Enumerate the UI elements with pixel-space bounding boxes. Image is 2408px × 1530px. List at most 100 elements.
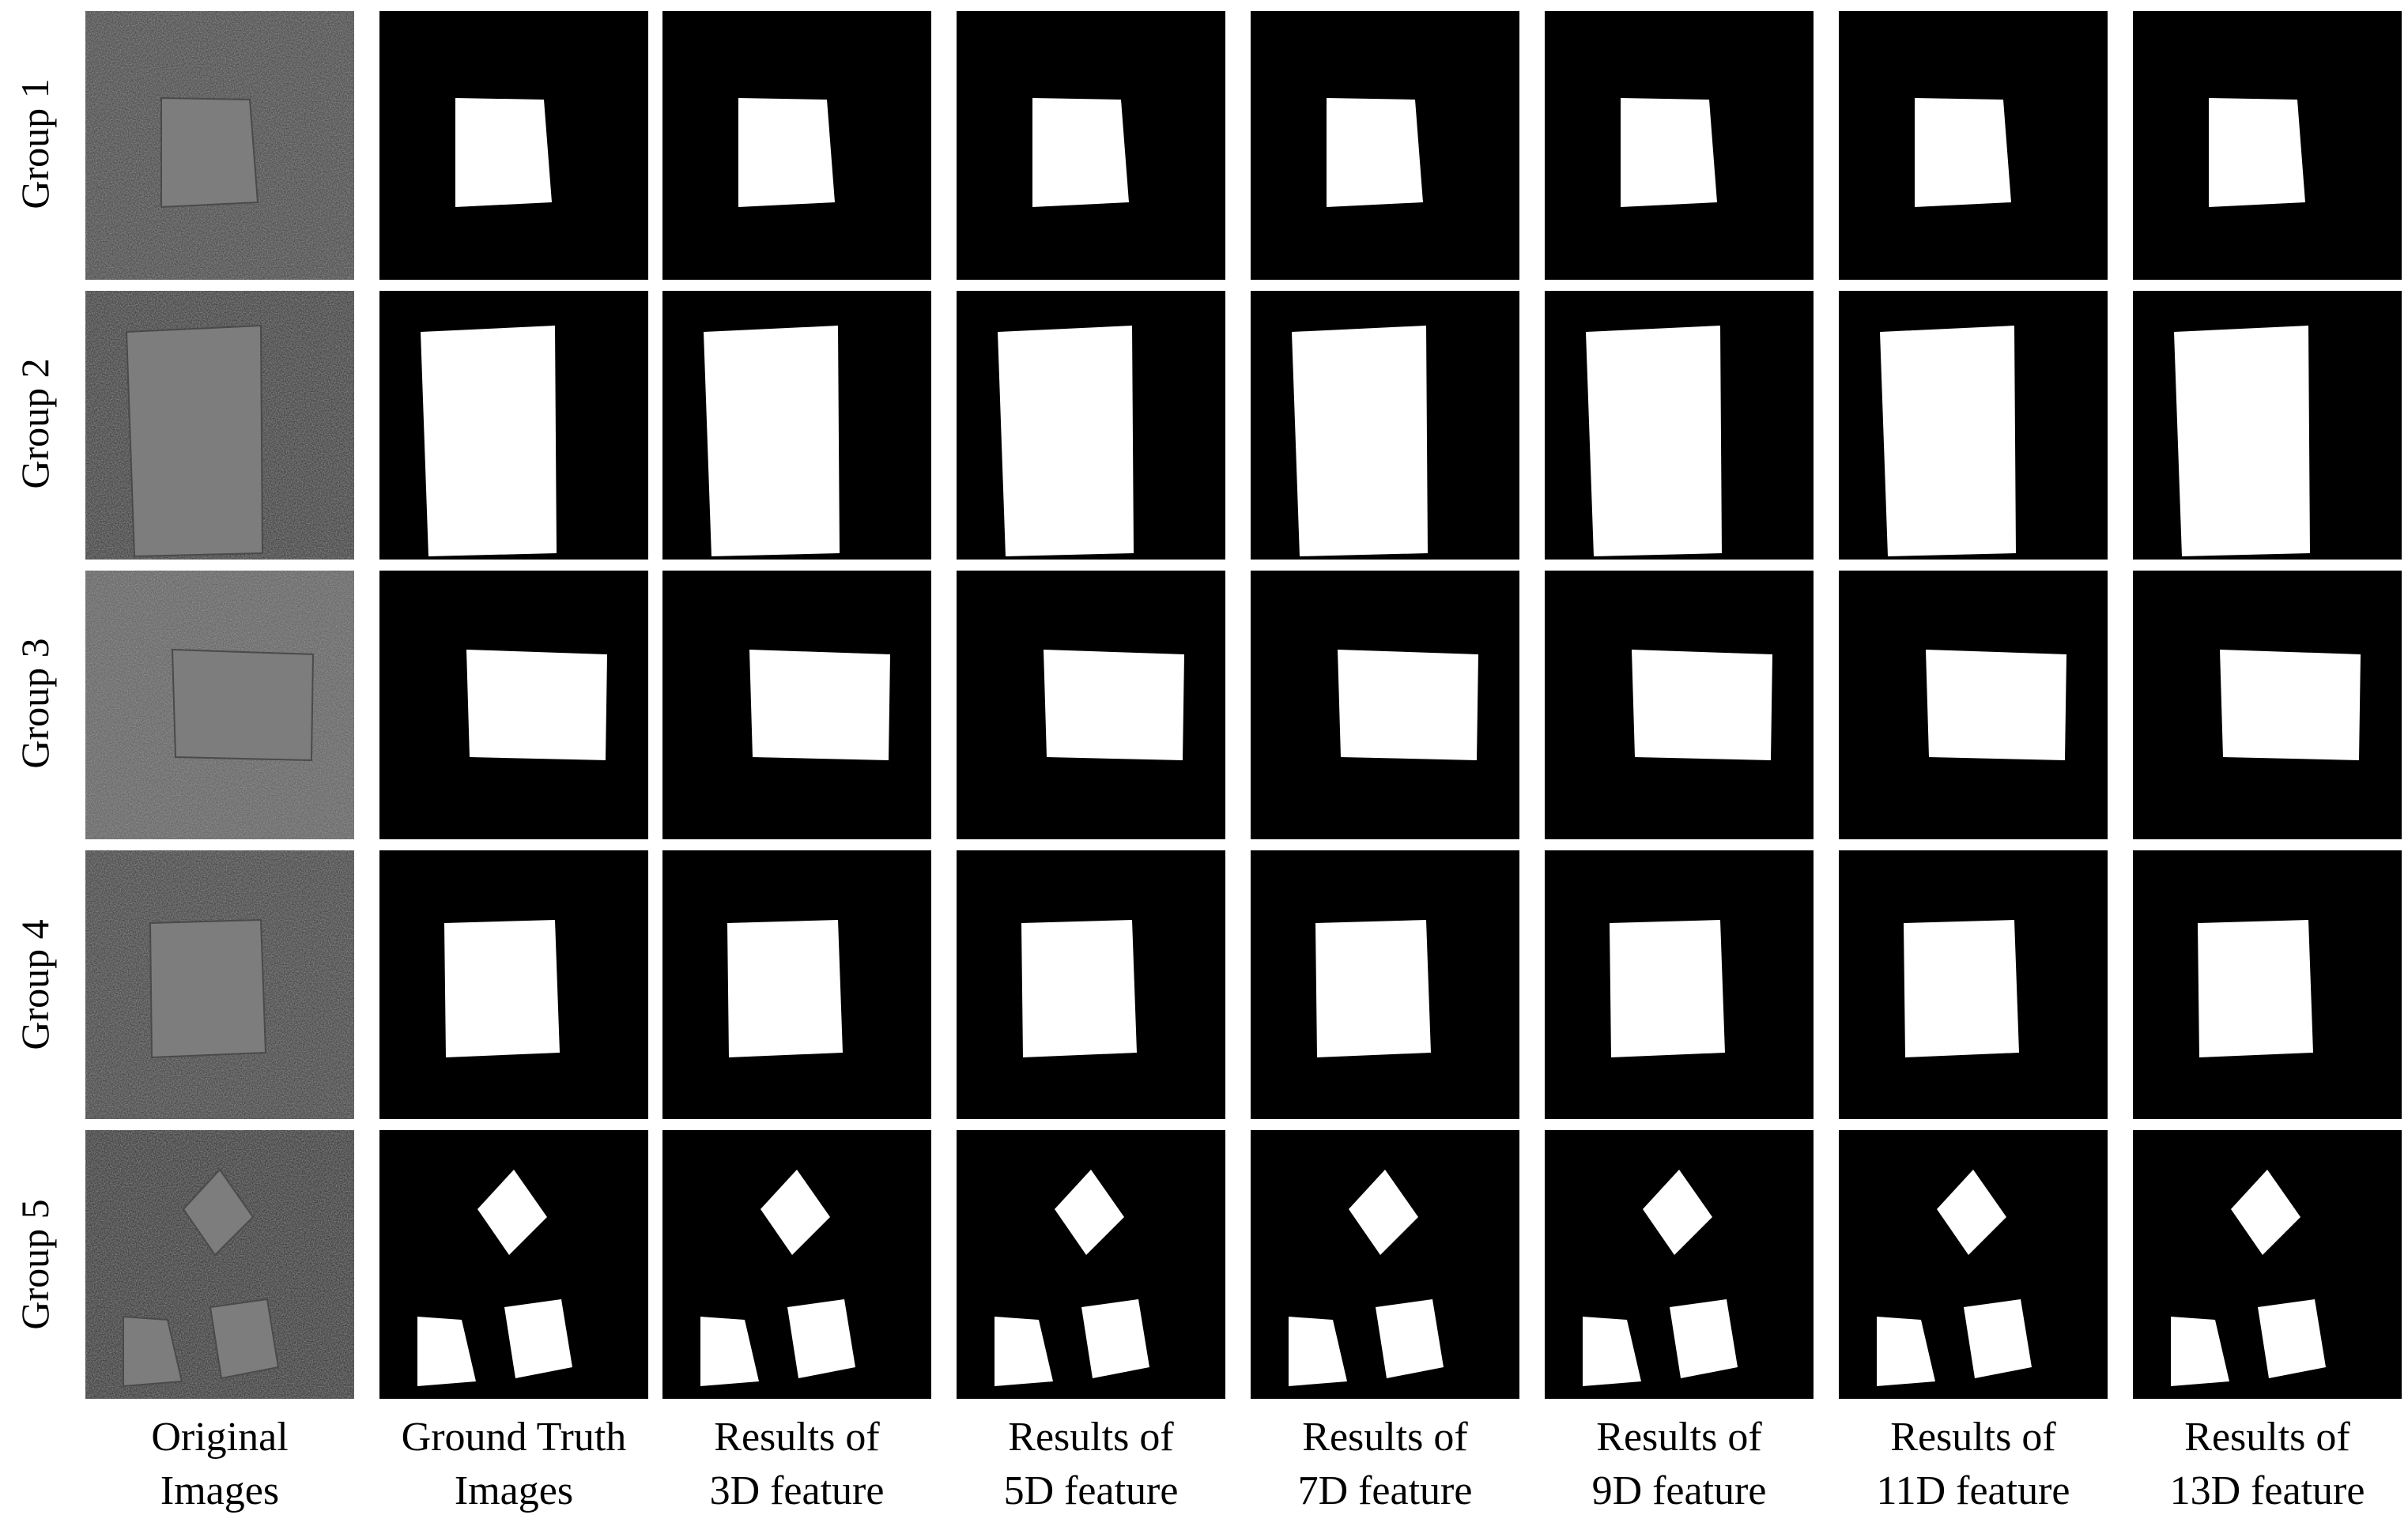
- image-canvas: [1545, 571, 1814, 839]
- image-result-g1-c7: [1839, 11, 2108, 280]
- image-result-g1-c6: [1545, 11, 1814, 280]
- col-label-line2: 3D feature: [709, 1468, 885, 1513]
- image-result-g4-c7: [1839, 850, 2108, 1119]
- image-canvas: [662, 850, 931, 1119]
- row-label-group-1: Group 1: [13, 78, 57, 209]
- image-original-g4-c1: [85, 850, 354, 1119]
- image-canvas: [1251, 291, 1519, 560]
- image-canvas: [379, 850, 648, 1119]
- image-canvas: [379, 291, 648, 560]
- row-label-group-2: Group 2: [13, 358, 57, 489]
- image-ground-truth-g5-c2: [379, 1130, 648, 1399]
- image-result-g2-c7: [1839, 291, 2108, 560]
- image-result-g5-c3: [662, 1130, 931, 1399]
- image-result-g4-c4: [957, 850, 1225, 1119]
- image-canvas: [957, 291, 1225, 560]
- image-result-g1-c5: [1251, 11, 1519, 280]
- image-canvas: [1251, 850, 1519, 1119]
- col-label-9d: Results of 9D feature: [1545, 1411, 1814, 1521]
- image-canvas: [1545, 850, 1814, 1119]
- image-result-g4-c8: [2133, 850, 2402, 1119]
- image-canvas: [2133, 11, 2402, 280]
- image-result-g3-c5: [1251, 571, 1519, 839]
- col-label-7d: Results of 7D feature: [1251, 1411, 1519, 1521]
- row-label-group-5: Group 5: [13, 1199, 57, 1330]
- image-result-g2-c5: [1251, 291, 1519, 560]
- image-result-g5-c6: [1545, 1130, 1814, 1399]
- col-label-11d: Results of 11D feature: [1839, 1411, 2108, 1521]
- image-canvas: [2133, 291, 2402, 560]
- col-label-line2: 9D feature: [1591, 1468, 1767, 1513]
- image-canvas: [1545, 1130, 1814, 1399]
- image-result-g2-c8: [2133, 291, 2402, 560]
- image-canvas: [2133, 571, 2402, 839]
- image-canvas: [85, 571, 354, 839]
- image-canvas: [1545, 291, 1814, 560]
- image-canvas: [662, 11, 931, 280]
- image-canvas: [1251, 571, 1519, 839]
- image-canvas: [957, 1130, 1225, 1399]
- col-label-line1: Results of: [1890, 1415, 2056, 1460]
- col-label-line2: 7D feature: [1297, 1468, 1473, 1513]
- image-canvas: [2133, 850, 2402, 1119]
- image-result-g3-c3: [662, 571, 931, 839]
- image-ground-truth-g2-c2: [379, 291, 648, 560]
- col-label-line2: 5D feature: [1003, 1468, 1179, 1513]
- image-canvas: [662, 1130, 931, 1399]
- image-result-g2-c3: [662, 291, 931, 560]
- col-label-line2: 13D feature: [2169, 1468, 2365, 1513]
- image-result-g4-c5: [1251, 850, 1519, 1119]
- image-ground-truth-g1-c2: [379, 11, 648, 280]
- image-canvas: [1839, 571, 2108, 839]
- image-result-g4-c6: [1545, 850, 1814, 1119]
- row-label-group-3: Group 3: [13, 638, 57, 769]
- image-result-g2-c4: [957, 291, 1225, 560]
- image-result-g5-c7: [1839, 1130, 2108, 1399]
- image-original-g2-c1: [85, 291, 354, 560]
- image-result-g4-c3: [662, 850, 931, 1119]
- image-ground-truth-g3-c2: [379, 571, 648, 839]
- image-result-g3-c4: [957, 571, 1225, 839]
- image-canvas: [85, 291, 354, 560]
- image-canvas: [1839, 850, 2108, 1119]
- col-label-13d: Results of 13D feature: [2133, 1411, 2402, 1521]
- image-original-g3-c1: [85, 571, 354, 839]
- image-canvas: [1839, 291, 2108, 560]
- image-result-g3-c7: [1839, 571, 2108, 839]
- col-label-line1: Results of: [1596, 1415, 1762, 1460]
- image-canvas: [662, 571, 931, 839]
- image-canvas: [662, 291, 931, 560]
- image-canvas: [957, 850, 1225, 1119]
- image-canvas: [85, 11, 354, 280]
- image-result-g5-c5: [1251, 1130, 1519, 1399]
- image-original-g5-c1: [85, 1130, 354, 1399]
- image-canvas: [1545, 11, 1814, 280]
- image-canvas: [379, 1130, 648, 1399]
- col-label-line1: Original: [151, 1415, 289, 1460]
- image-result-g5-c8: [2133, 1130, 2402, 1399]
- image-canvas: [2133, 1130, 2402, 1399]
- image-result-g2-c6: [1545, 291, 1814, 560]
- image-canvas: [379, 11, 648, 280]
- image-result-g1-c3: [662, 11, 931, 280]
- col-label-line1: Results of: [1008, 1415, 1174, 1460]
- image-canvas: [957, 571, 1225, 839]
- image-canvas: [1251, 1130, 1519, 1399]
- col-label-line1: Results of: [1302, 1415, 1468, 1460]
- image-result-g3-c6: [1545, 571, 1814, 839]
- col-label-line2: Images: [160, 1468, 280, 1513]
- image-canvas: [85, 1130, 354, 1399]
- col-label-line1: Ground Truth: [401, 1415, 627, 1460]
- image-canvas: [1251, 11, 1519, 280]
- image-canvas: [1839, 1130, 2108, 1399]
- image-original-g1-c1: [85, 11, 354, 280]
- image-canvas: [957, 11, 1225, 280]
- row-label-group-4: Group 4: [13, 919, 57, 1050]
- col-label-ground-truth: Ground Truth Images: [379, 1411, 648, 1521]
- col-label-3d: Results of 3D feature: [662, 1411, 931, 1521]
- image-ground-truth-g4-c2: [379, 850, 648, 1119]
- col-label-line1: Results of: [2184, 1415, 2350, 1460]
- col-label-line2: Images: [454, 1468, 574, 1513]
- image-canvas: [1839, 11, 2108, 280]
